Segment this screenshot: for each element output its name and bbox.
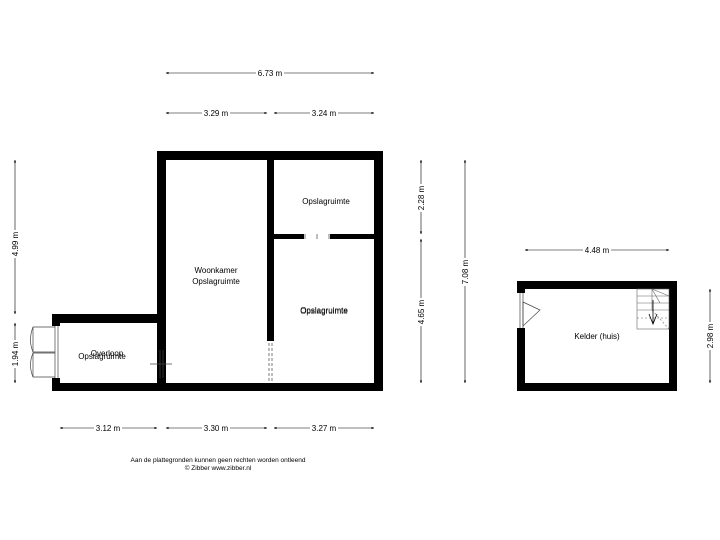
dim-total-width: 6.73 m: [258, 69, 283, 78]
dim-right-top: 3.24 m: [312, 109, 337, 118]
stairs-icon: [636, 288, 670, 330]
dim-bottom-3: 3.27 m: [312, 424, 337, 433]
room-label-opslag-small: Opslagruimte: [78, 352, 126, 361]
dim-cellar-height: 2.98 m: [706, 323, 715, 348]
cellar-wall-left-top: [517, 281, 525, 293]
cellar-wall-top: [517, 281, 677, 289]
wall-inner-middle: [267, 151, 274, 341]
wall-extension-left-top: [52, 314, 60, 326]
cellar-wall-left-bottom: [517, 328, 525, 391]
dim-bottom-2: 3.30 m: [204, 424, 229, 433]
cellar-wall-bottom: [517, 383, 677, 391]
room-label-kelder: Kelder (huis): [574, 332, 620, 341]
cellar-wall-right: [669, 281, 677, 391]
dim-right-lower-height: 4.65 m: [417, 299, 426, 324]
door-openings: [30, 234, 330, 383]
copyright-text: © Zibber www.zibber.nl: [184, 465, 252, 472]
cellar-walls: [517, 281, 677, 391]
room-label-woonkamer-opslag: Opslagruimte: [192, 277, 240, 286]
wall-inner-left-upper: [157, 323, 166, 349]
dim-right-upper-height: 2.28 m: [417, 185, 426, 210]
room-label-opslag-lower: Opslagruimte: [300, 306, 348, 315]
wall-right: [374, 151, 383, 391]
room-label-woonkamer: Woonkamer: [195, 266, 238, 275]
dimension-labels: 6.73 m 3.29 m 3.24 m 4.99 m 1.94 m 2.28 …: [10, 68, 715, 433]
wall-bottom: [52, 383, 383, 391]
dim-total-height: 7.08 m: [461, 259, 470, 284]
dim-left-top: 3.29 m: [204, 109, 229, 118]
cellar-door: [519, 293, 541, 328]
room-label-opslag-lower-overlap: Opslagruimte: [300, 307, 348, 316]
wall-left-upper: [157, 151, 166, 391]
disclaimer-text: Aan de plattegronden kunnen geen rechten…: [130, 457, 306, 464]
wall-inner-left-lower: [157, 378, 166, 384]
dim-cellar-width: 4.48 m: [585, 246, 610, 255]
wall-extension-top: [52, 314, 166, 323]
dim-left-height: 4.99 m: [11, 231, 20, 256]
dim-left-lower-height: 1.94 m: [11, 341, 20, 366]
room-label-overloop: Overloop: [91, 349, 124, 358]
dim-bottom-1: 3.12 m: [96, 424, 121, 433]
room-labels: Woonkamer Opslagruimte Opslagruimte Opsl…: [78, 197, 620, 361]
wall-extension-left-bottom: [52, 378, 60, 391]
room-label-opslag-upper: Opslagruimte: [302, 197, 350, 206]
